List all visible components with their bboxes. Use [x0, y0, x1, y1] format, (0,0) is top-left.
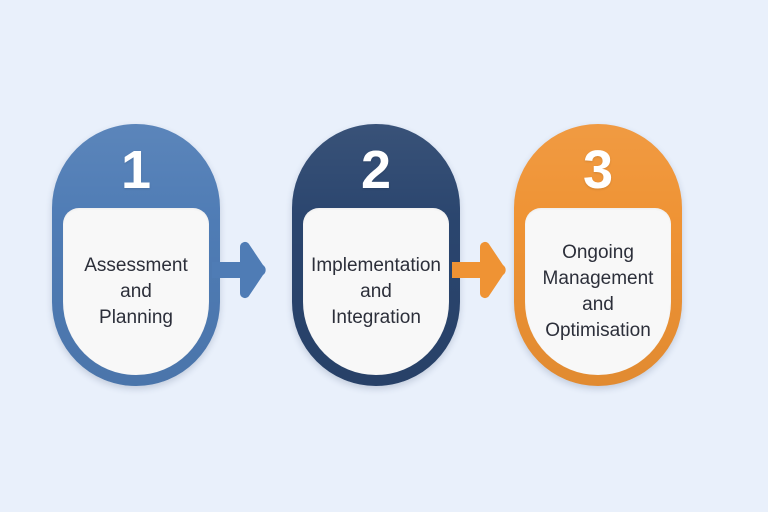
arrow-right-icon-1 [212, 238, 266, 302]
step-number-2: 2 [360, 140, 392, 200]
step-number-1: 1 [120, 140, 152, 200]
step-label-2: Implementation and Integration [311, 254, 441, 328]
process-step-2[interactable]: 2 Implementation and Integration [292, 124, 460, 386]
step-number-3: 3 [582, 140, 614, 200]
step-card-1: Assessment and Planning [63, 208, 209, 375]
step-card-2: Implementation and Integration [303, 208, 449, 375]
process-step-1[interactable]: 1 Assessment and Planning [52, 124, 220, 386]
arrow-right-icon-2 [452, 238, 506, 302]
step-card-3: Ongoing Management and Optimisation [525, 208, 671, 375]
step-label-3: Ongoing Management and Optimisation [542, 241, 654, 341]
process-step-3[interactable]: 3 Ongoing Management and Optimisation [514, 124, 682, 386]
step-label-1: Assessment and Planning [84, 254, 188, 328]
